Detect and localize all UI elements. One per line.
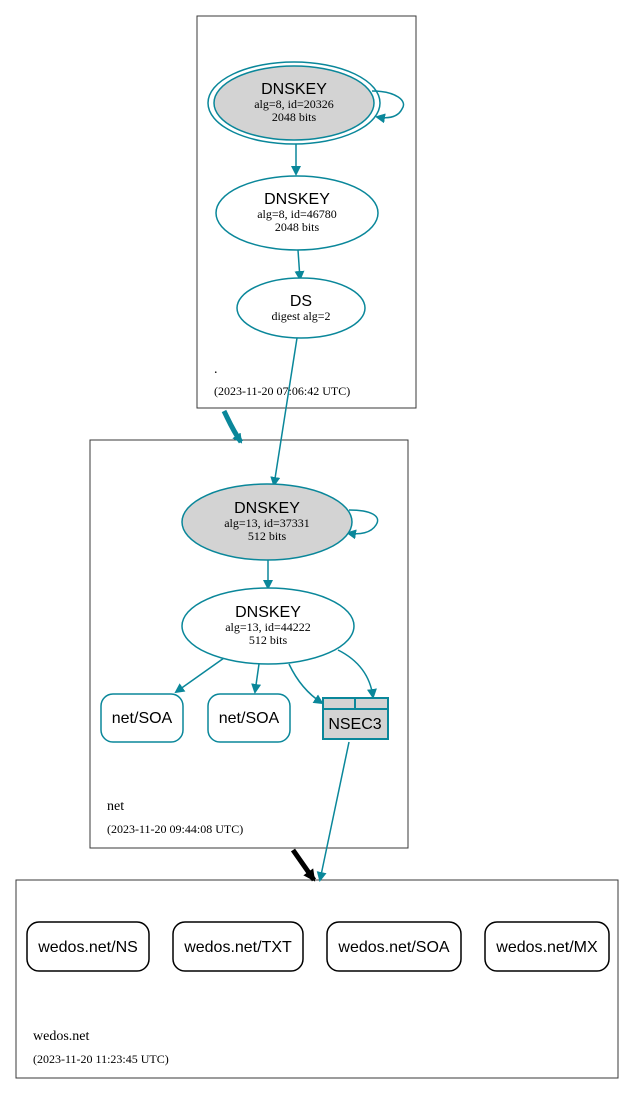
net-soa-node-1: net/SOA [100,693,184,743]
net-zsk-node: DNSKEY alg=13, id=44222 512 bits [181,587,355,665]
nsec3-node: NSEC3 [322,697,389,740]
edge-nsec3-to-wedos [316,741,350,882]
nsec3-label: NSEC3 [328,716,381,733]
root-ksk-title: DNSKEY [261,81,327,98]
net-ksk-title: DNSKEY [234,500,300,517]
wedos-soa-label: wedos.net/SOA [337,939,450,956]
zone-root-frame [196,15,417,409]
wedos-mx-node: wedos.net/MX [484,921,610,972]
net-ksk-line2: 512 bits [248,529,287,543]
root-ksk-line1: alg=8, id=20326 [254,97,334,111]
edge-root-to-net-delegation [221,409,244,444]
net-ds-line1: digest alg=2 [271,309,330,323]
root-zsk-node: DNSKEY alg=8, id=46780 2048 bits [215,175,379,251]
net-soa-node-2: net/SOA [207,693,291,743]
zone-net-name: net [107,799,124,814]
zone-wedos-timestamp: (2023-11-20 11:23:45 UTC) [33,1052,169,1066]
edge-root-ksk-self [371,90,405,124]
net-soa-2-label: net/SOA [219,710,280,727]
zone-wedos-frame [15,879,619,1079]
edge-ds-to-net-ksk [270,337,298,487]
zone-root-name: . [214,362,218,377]
net-zsk-line1: alg=13, id=44222 [225,620,311,634]
edge-net-zsk-to-soa-1 [174,657,225,694]
zone-net-timestamp: (2023-11-20 09:44:08 UTC) [107,822,243,836]
net-ds-title: DS [290,293,312,310]
wedos-txt-label: wedos.net/TXT [183,939,292,956]
root-zsk-line1: alg=8, id=46780 [257,207,337,221]
net-zsk-line2: 512 bits [249,633,288,647]
wedos-soa-node: wedos.net/SOA [326,921,462,972]
wedos-ns-node: wedos.net/NS [26,921,150,972]
root-ksk-line2: 2048 bits [272,110,317,124]
edge-root-zsk-to-ds [294,249,305,281]
net-ds-node: DS digest alg=2 [236,277,366,339]
zone-root-timestamp: (2023-11-20 07:06:42 UTC) [214,384,350,398]
net-ksk-line1: alg=13, id=37331 [224,516,310,530]
net-zsk-title: DNSKEY [235,604,301,621]
wedos-txt-node: wedos.net/TXT [172,921,304,972]
edge-net-zsk-to-nsec3-a [288,663,324,705]
edge-net-to-wedos-delegation [290,848,317,882]
root-zsk-line2: 2048 bits [275,220,320,234]
zone-wedos-name: wedos.net [33,1029,89,1044]
wedos-ns-label: wedos.net/NS [37,939,138,956]
edge-net-zsk-to-nsec3-b [337,649,377,699]
wedos-mx-label: wedos.net/MX [495,939,598,956]
zone-net-frame [89,439,409,849]
net-soa-1-label: net/SOA [112,710,173,727]
net-ksk-node: DNSKEY alg=13, id=37331 512 bits [181,483,353,561]
edge-net-ksk-self [346,509,379,540]
root-zsk-title: DNSKEY [264,191,330,208]
root-ksk-node: DNSKEY alg=8, id=20326 2048 bits [207,61,381,145]
edge-net-zsk-to-soa-2 [251,663,262,694]
